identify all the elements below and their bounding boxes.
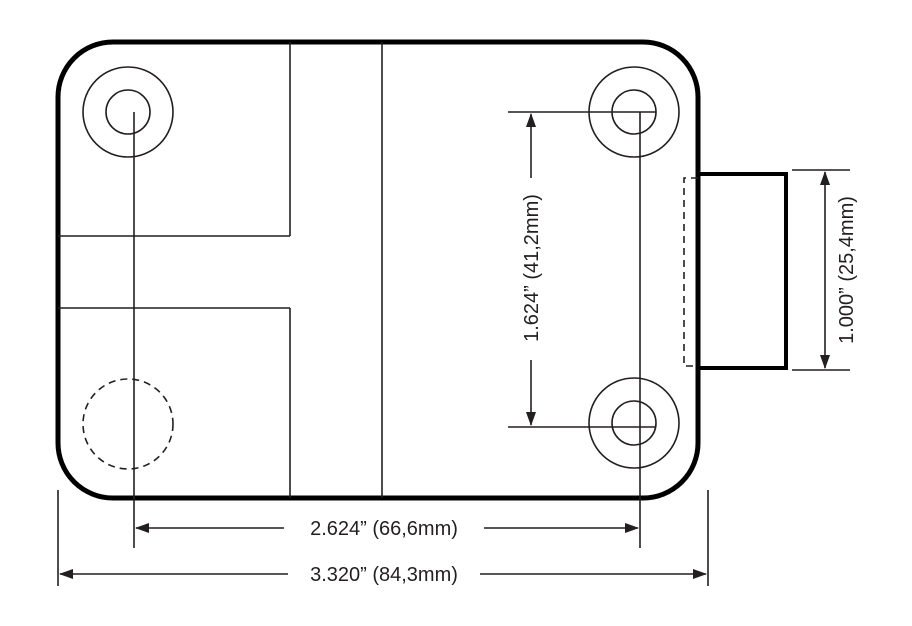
dimension-label-hole-spacing-vertical: 1.624” (41,2mm) [521, 194, 543, 342]
dimension-hole-spacing-horizontal: 2.624” (66,6mm) [135, 518, 639, 540]
dimension-bolt-width: 1.000” (25,4mm) [820, 171, 858, 369]
bolt [696, 172, 788, 370]
interior-panel-lines [58, 42, 383, 498]
lock-body-outline [55, 39, 701, 501]
extension-lines [57, 111, 850, 586]
dimension-label-hole-spacing-horizontal: 2.624” (66,6mm) [310, 518, 458, 540]
dashed-hole-bottom-left [82, 378, 174, 470]
dimension-label-overall-width: 3.320” (84,3mm) [310, 564, 458, 586]
mounting-hole-bottom-right [588, 377, 680, 469]
dimension-overall-width: 3.320” (84,3mm) [59, 564, 707, 586]
dimension-hole-spacing-vertical: 1.624” (41,2mm) [521, 113, 543, 426]
dimension-label-bolt-width: 1.000” (25,4mm) [836, 196, 858, 344]
mounting-hole-top-left [82, 66, 174, 158]
bolt-hidden-edge [683, 177, 698, 367]
